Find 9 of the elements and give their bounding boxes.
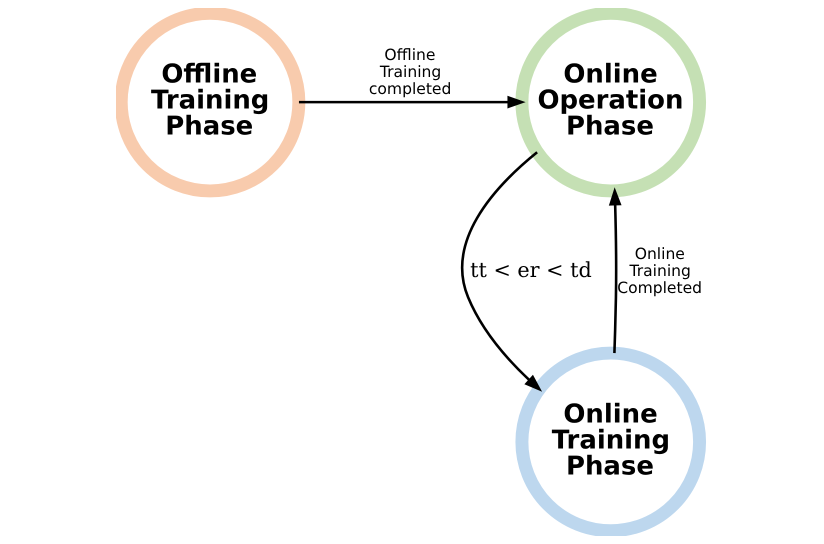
node-circle: Online Operation Phase — [515, 8, 706, 198]
node-circle: Offline Training Phase — [116, 8, 306, 198]
arrow — [608, 187, 622, 354]
arrow — [298, 96, 526, 108]
edge-label: tt < er < td — [470, 258, 592, 282]
arrow — [461, 151, 542, 392]
node-circle: Online Training Phase — [515, 346, 706, 536]
edge-label: Offline Training completed — [368, 46, 452, 98]
edge-label: Online Training Completed — [617, 245, 702, 297]
